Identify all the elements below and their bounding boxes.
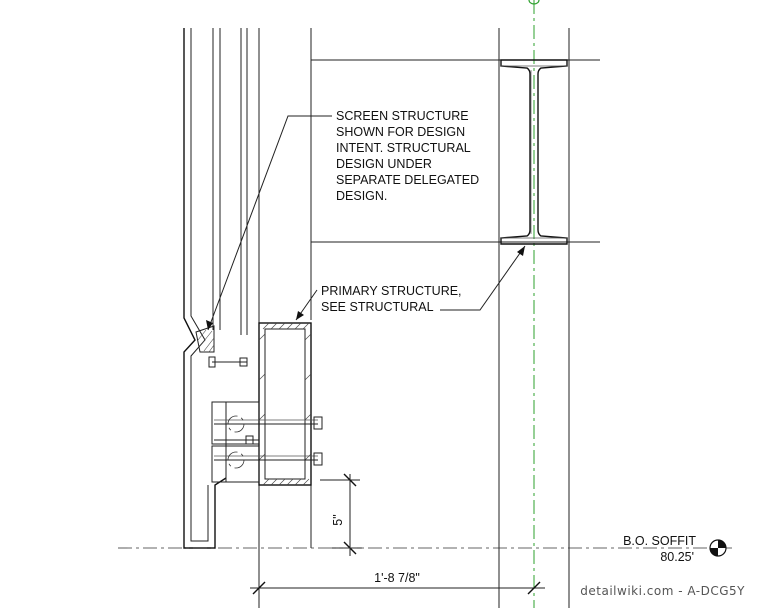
through-bolt-lower-nut bbox=[313, 452, 323, 466]
screen-note-line-5: SEPARATE DELEGATED bbox=[336, 173, 479, 187]
beam-profile bbox=[500, 59, 568, 245]
watermark-text: detailwiki.com - A-DCG5Y bbox=[580, 584, 745, 598]
screen-attach-bolt-nut bbox=[239, 357, 248, 367]
wide-flange-beam bbox=[500, 59, 568, 245]
primary-note-leader-beam bbox=[440, 245, 526, 311]
hss-tube-inner bbox=[264, 328, 306, 480]
grid-bubble-partial bbox=[528, 0, 540, 5]
primary-note-arrowhead-beam bbox=[517, 246, 525, 256]
soffit-level: B.O. SOFFIT 80.25' bbox=[118, 534, 735, 564]
primary-note-line-1: PRIMARY STRUCTURE, bbox=[321, 284, 462, 298]
screen-structure-note: SCREEN STRUCTURE SHOWN FOR DESIGN INTENT… bbox=[336, 109, 479, 203]
bolted-connection bbox=[211, 401, 323, 483]
screen-note-line-6: DESIGN. bbox=[336, 189, 387, 203]
horizontal-dim-tick-right bbox=[527, 581, 541, 595]
connection-plate-lower bbox=[211, 445, 260, 483]
connection-plate-upper bbox=[211, 401, 260, 445]
screen-cladding-outer bbox=[183, 28, 227, 549]
screen-note-line-4: DESIGN UNDER bbox=[336, 157, 432, 171]
hss-tube-wall-hatch bbox=[258, 322, 312, 486]
bolt-hole-lower bbox=[227, 451, 245, 469]
soffit-level-value: 80.25' bbox=[660, 550, 694, 564]
leaders bbox=[206, 115, 526, 331]
screen-note-line-2: SHOWN FOR DESIGN bbox=[336, 125, 465, 139]
horizontal-dim-text: 1'-8 7/8" bbox=[374, 571, 420, 585]
screen-attach-bolt-head bbox=[208, 356, 216, 368]
screen-structure bbox=[183, 28, 248, 549]
screen-note-line-1: SCREEN STRUCTURE bbox=[336, 109, 469, 123]
screen-note-leader bbox=[207, 115, 332, 331]
primary-note-line-2: SEE STRUCTURAL bbox=[321, 300, 434, 314]
screen-cladding-inner bbox=[190, 28, 209, 542]
soffit-level-label: B.O. SOFFIT bbox=[623, 534, 696, 548]
horizontal-dimension: 1'-8 7/8" bbox=[250, 571, 545, 595]
primary-note-arrowhead-tube bbox=[296, 311, 304, 320]
structure-lines bbox=[258, 28, 600, 608]
screen-note-line-3: INTENT. STRUCTURAL bbox=[336, 141, 471, 155]
hss-tube bbox=[258, 322, 312, 486]
through-bolt-upper-nut bbox=[313, 416, 323, 430]
hss-tube-outer bbox=[258, 322, 312, 486]
vertical-dim-tick-top bbox=[343, 473, 357, 487]
elevation-target-icon bbox=[709, 539, 727, 557]
horizontal-dim-tick-left bbox=[252, 581, 266, 595]
through-bolt-middle-nut bbox=[245, 435, 254, 445]
vertical-dimension: 5" bbox=[320, 473, 362, 556]
bolt-hole-upper bbox=[227, 415, 245, 433]
vertical-dim-text: 5" bbox=[331, 514, 345, 525]
primary-structure-note: PRIMARY STRUCTURE, SEE STRUCTURAL bbox=[321, 284, 462, 314]
screen-clip-hatch bbox=[197, 329, 215, 353]
screen-note-arrowhead bbox=[206, 320, 213, 330]
